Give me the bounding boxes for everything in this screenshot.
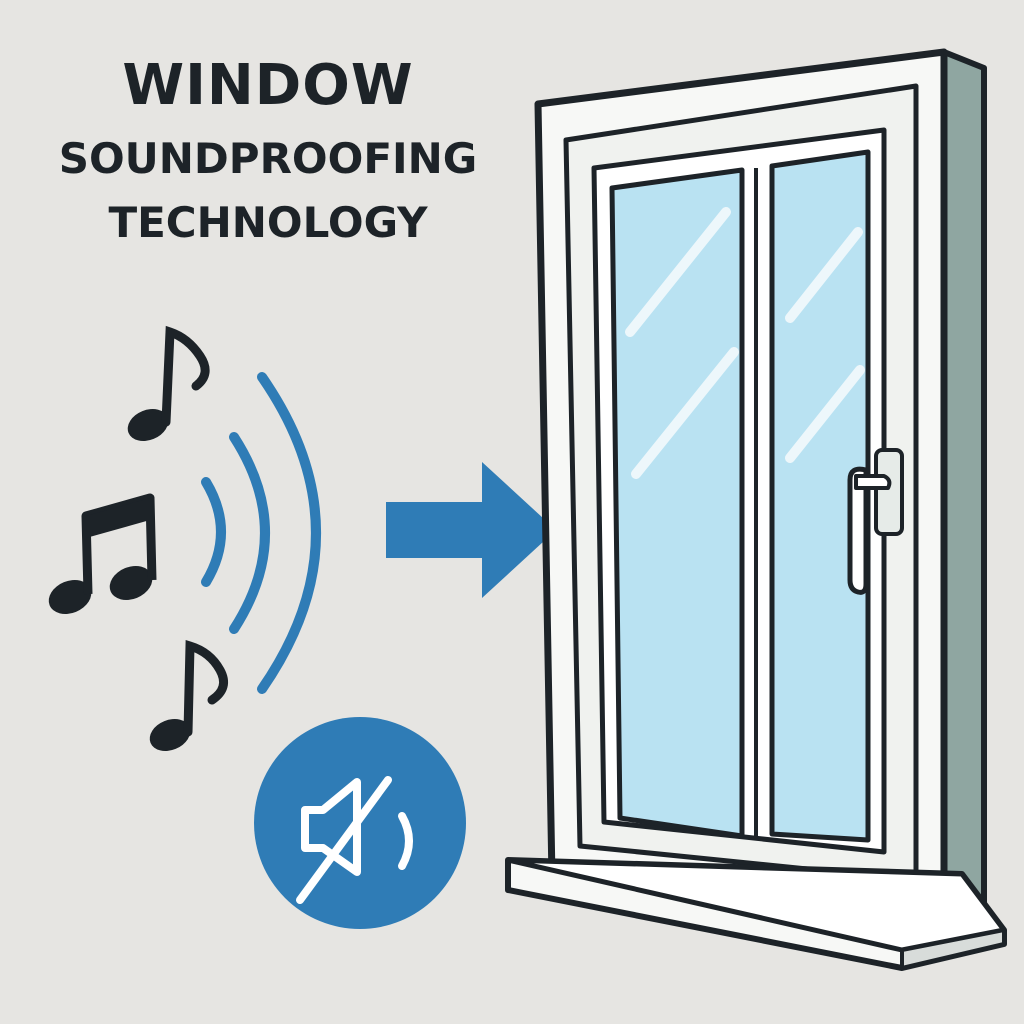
window-icon [505,48,1007,971]
music-note-icon [149,639,229,751]
title-line-1: WINDOW [122,53,414,118]
title-block: WINDOW SOUNDPROOFING TECHNOLOGY [28,58,508,244]
beamed-notes-icon [48,493,157,614]
sound-wave-icon [201,372,321,694]
mute-speaker-icon [254,717,466,929]
music-note-icon [127,325,210,441]
right-arrow-icon [386,462,556,598]
title-line-3: TECHNOLOGY [108,198,428,247]
title-line-2: SOUNDPROOFING [58,134,478,183]
